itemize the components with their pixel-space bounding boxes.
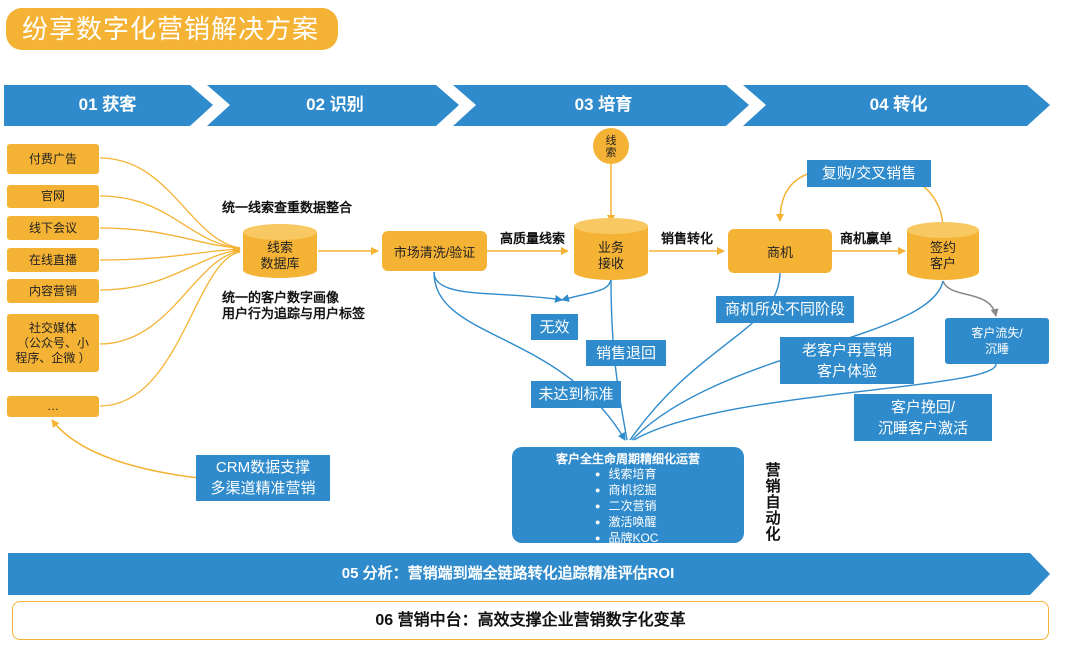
marketing-automation-label: 营 销 自 动 化 xyxy=(765,462,781,543)
business-receive-label: 业务 接收 xyxy=(597,240,624,271)
stage-label-nurture: 03 培育 xyxy=(574,95,633,114)
source-paid-ads: 付费广告 xyxy=(7,144,99,174)
invalid-box: 无效 xyxy=(531,314,578,340)
source-social-media: 社交媒体 （公众号、小 程序、企微 ） xyxy=(7,314,99,372)
edge-label-sales-convert: 销售转化 xyxy=(661,231,714,246)
not-meet-box: 未达到标准 xyxy=(531,381,621,408)
sales-return-box: 销售退回 xyxy=(586,340,666,366)
opportunity-box: 商机 xyxy=(728,229,832,273)
stage-label-identify: 02 识别 xyxy=(306,95,364,114)
repurchase-box: 复购/交叉销售 xyxy=(807,160,931,187)
source-more: … xyxy=(7,396,99,417)
stage-arrow-2 xyxy=(207,85,459,126)
lifecycle-item: 激活唤醒 xyxy=(595,515,658,531)
source-content-marketing: 内容营销 xyxy=(7,279,99,303)
signed-customer-label: 签约 客户 xyxy=(929,240,956,271)
lifecycle-item: 线索培育 xyxy=(595,467,658,483)
lead-db-label: 线索 数据库 xyxy=(260,240,300,271)
source-offline-meeting: 线下会议 xyxy=(7,216,99,240)
lifecycle-title: 客户全生命周期精细化运营 xyxy=(555,452,700,466)
lifecycle-item: 商机挖掘 xyxy=(595,483,658,499)
source-website: 官网 xyxy=(7,185,99,208)
analysis-banner-arrow xyxy=(8,553,1050,595)
lead-db-bottom-label: 统一的客户数字画像 用户行为追踪与用户标签 xyxy=(222,290,366,321)
churn-box: 客户流失/ 沉睡 xyxy=(945,318,1049,364)
source-live-stream: 在线直播 xyxy=(7,248,99,272)
lifecycle-box: 客户全生命周期精细化运营 线索培育 商机挖掘 二次营销 激活唤醒 品牌KOC xyxy=(512,447,744,545)
lead-circle-label: 线 索 xyxy=(605,135,617,159)
opportunity-stages-box: 商机所处不同阶段 xyxy=(716,296,854,323)
lead-database-cylinder xyxy=(243,224,317,278)
stage-arrow-1 xyxy=(4,85,213,126)
edge-label-win: 商机赢单 xyxy=(840,231,893,246)
stage-label-convert: 04 转化 xyxy=(869,95,928,114)
old-customer-box: 老客户再营销 客户体验 xyxy=(780,337,914,384)
cleanse-verify-box: 市场清洗/验证 xyxy=(382,231,487,271)
lifecycle-item: 二次营销 xyxy=(595,499,658,515)
analysis-banner: 05 分析：营销端到端全链路转化追踪精准评估ROI xyxy=(341,565,675,582)
lifecycle-list: 线索培育 商机挖掘 二次营销 激活唤醒 品牌KOC xyxy=(595,467,658,547)
stage-arrow-4 xyxy=(743,85,1050,126)
business-receive-cylinder xyxy=(574,218,648,280)
platform-banner: 06 营销中台：高效支撑企业营销数字化变革 xyxy=(12,601,1049,640)
signed-customer-cylinder xyxy=(907,222,979,280)
edge-label-quality-leads: 高质量线索 xyxy=(500,231,566,246)
crm-box: CRM数据支撑 多渠道精准营销 xyxy=(196,455,330,501)
stage-label-acquire: 01 获客 xyxy=(78,95,137,114)
lead-circle xyxy=(593,128,629,164)
lead-db-top-label: 统一线索查重数据整合 xyxy=(222,200,353,215)
reactivate-box: 客户挽回/ 沉睡客户激活 xyxy=(854,394,992,441)
lifecycle-item: 品牌KOC xyxy=(595,531,658,547)
page-title: 纷享数字化营销解决方案 xyxy=(6,8,338,50)
stage-arrow-3 xyxy=(453,85,749,126)
